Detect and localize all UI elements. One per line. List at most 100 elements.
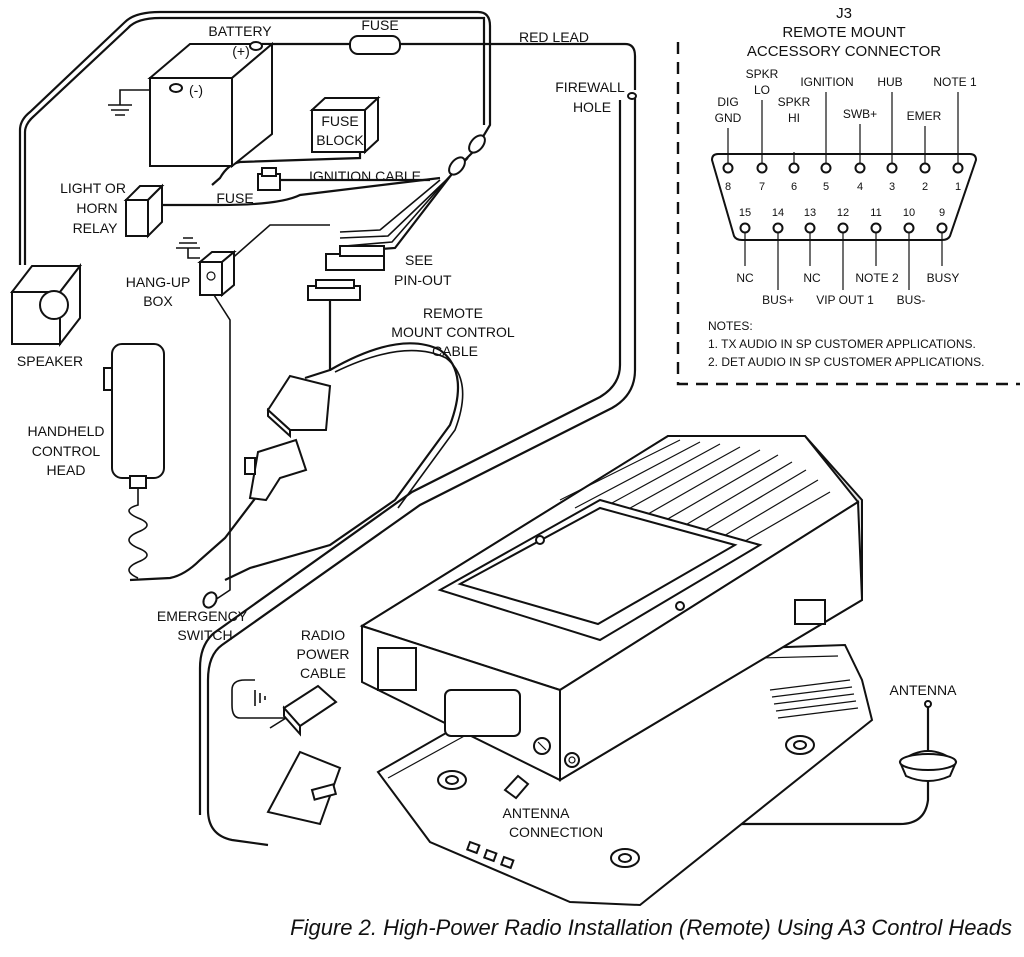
label-fuse-top: FUSE	[361, 17, 398, 33]
label-relay-l2: HORN	[76, 200, 117, 216]
relay-wire	[160, 176, 441, 207]
control-cable-upper	[304, 300, 332, 380]
handheld-control-head	[103, 343, 165, 489]
label-red-lead: RED LEAD	[519, 29, 589, 45]
label-remote-l3: CABLE	[432, 343, 478, 359]
j3-pin-11: 11	[870, 207, 881, 219]
j3-title: J3	[836, 5, 852, 22]
speaker	[9, 263, 83, 347]
handheld-coil	[128, 485, 148, 579]
bundle-clip-1	[468, 134, 486, 154]
j3-pin-9: 9	[939, 207, 945, 219]
label-antconn-l2: CONNECTION	[509, 824, 603, 840]
j3-pin-12: 12	[837, 207, 849, 219]
j3-bottom-pins	[739, 222, 948, 234]
power-ground-symbol	[254, 690, 266, 706]
label-battery: BATTERY	[208, 23, 272, 39]
antenna-connection-plug	[503, 774, 530, 800]
hangup-ground-wire	[187, 248, 200, 259]
j3-pin-13: 13	[804, 207, 816, 219]
label-handheld-l1: HANDHELD	[27, 423, 104, 439]
j3-label-busy: BUSY	[927, 271, 960, 285]
label-remote-l2: MOUNT CONTROL	[391, 324, 515, 340]
figure-caption: Figure 2. High-Power Radio Installation …	[290, 915, 1012, 940]
label-remote-l1: REMOTE	[423, 305, 483, 321]
label-fuse-block-l1: FUSE	[321, 113, 358, 129]
remote-cable-loop-2	[334, 349, 464, 509]
label-speaker: SPEAKER	[17, 353, 83, 369]
j3-label-swb: SWB+	[843, 107, 877, 121]
speaker-cable	[18, 10, 492, 265]
emergency-wire	[213, 294, 231, 601]
hangup-wire	[227, 224, 330, 263]
labels: BATTERY (+) (-) FUSE RED LEAD FIREWALL H…	[17, 17, 957, 840]
remote-cable-plug-2	[244, 438, 308, 502]
j3-pin-8: 8	[725, 181, 731, 193]
harness-connector	[325, 245, 385, 271]
j3-label-vip: VIP OUT 1	[816, 293, 874, 307]
j3-label-spkrlo-l1: SPKR	[746, 67, 779, 81]
j3-label-spkrhi-l2: HI	[788, 111, 800, 125]
j3-shell	[710, 153, 978, 241]
j3-label-ignition: IGNITION	[800, 75, 853, 89]
label-ignition-cable: IGNITION CABLE	[309, 168, 421, 184]
remote-cable-plug-1	[266, 374, 332, 439]
label-hangup-l1: HANG-UP	[126, 274, 191, 290]
label-see-l2: PIN-OUT	[394, 272, 452, 288]
j3-label-note2: NOTE 2	[855, 271, 899, 285]
label-relay-l1: LIGHT OR	[60, 180, 126, 196]
hangup-ground-symbol	[176, 237, 200, 249]
red-lead-b	[400, 42, 637, 90]
label-power-l3: CABLE	[300, 665, 346, 681]
j3-pin-10: 10	[903, 207, 915, 219]
handheld-cable	[129, 491, 261, 582]
antenna	[898, 700, 958, 782]
j3-title-l3: ACCESSORY CONNECTOR	[747, 43, 941, 60]
control-cable-connector	[307, 279, 361, 301]
bundle-clip-2	[448, 156, 466, 176]
ignition-fuse	[257, 167, 281, 191]
j3-note-1: 1. TX AUDIO IN SP CUSTOMER APPLICATIONS.	[708, 337, 976, 351]
label-handheld-l3: HEAD	[47, 462, 86, 478]
power-lead-run	[206, 98, 637, 847]
horn-relay	[123, 183, 165, 239]
power-lead-run-2	[198, 100, 622, 815]
label-power-l1: RADIO	[301, 627, 345, 643]
label-battery-minus: (-)	[189, 82, 203, 98]
j3-note-2: 2. DET AUDIO IN SP CUSTOMER APPLICATIONS…	[708, 355, 985, 369]
j3-label-dig-l2: GND	[715, 111, 742, 125]
label-handheld-l2: CONTROL	[32, 443, 101, 459]
j3-label-nc13: NC	[803, 271, 821, 285]
label-relay-l3: RELAY	[73, 220, 119, 236]
label-firewall-l1: FIREWALL	[555, 79, 625, 95]
label-emergency-l1: EMERGENCY	[157, 608, 248, 624]
j3-label-spkrhi-l1: SPKR	[778, 95, 811, 109]
label-hangup-l2: BOX	[143, 293, 173, 309]
firewall-grommet	[627, 92, 637, 100]
label-fuse-mid: FUSE	[216, 190, 253, 206]
j3-pin-5: 5	[823, 181, 829, 193]
emergency-switch	[202, 591, 218, 609]
power-cable-plug	[269, 684, 338, 737]
j3-label-bus-minus: BUS-	[897, 293, 926, 307]
label-antenna: ANTENNA	[890, 682, 958, 698]
j3-notes-title: NOTES:	[708, 319, 753, 333]
radio-unit	[359, 435, 864, 782]
label-battery-plus: (+)	[232, 43, 250, 59]
speaker-cable-inner	[23, 16, 486, 265]
j3-panel-border	[676, 42, 1020, 386]
j3-pin-7: 7	[759, 181, 765, 193]
j3-title-l2: REMOTE MOUNT	[782, 24, 905, 41]
label-antconn-l1: ANTENNA	[503, 805, 571, 821]
label-firewall-l2: HOLE	[573, 99, 611, 115]
j3-pin-2: 2	[922, 181, 928, 193]
j3-label-spkrlo-l2: LO	[754, 83, 770, 97]
j3-label-bus-plus: BUS+	[762, 293, 794, 307]
power-ground-wire	[231, 679, 285, 719]
j3-label-note1: NOTE 1	[933, 75, 977, 89]
battery-terminal-plus	[249, 41, 263, 51]
j3-bottom-leads	[744, 233, 943, 290]
j3-label-emer: EMER	[907, 109, 942, 123]
